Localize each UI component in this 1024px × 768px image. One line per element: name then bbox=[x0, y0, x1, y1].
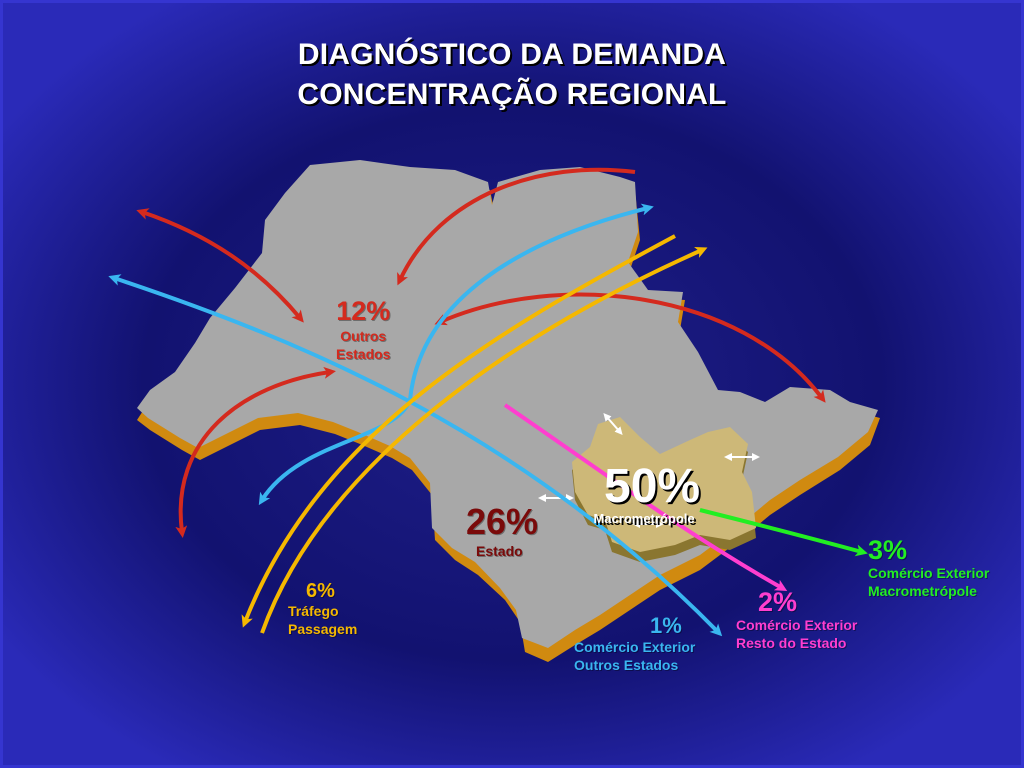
magenta-arrow bbox=[503, 403, 788, 591]
comercio-outros-label: 1% Comércio Exterior Outros Estados bbox=[574, 614, 695, 674]
comercio-macro-line2: Macrometrópole bbox=[868, 583, 977, 599]
macrometropole-percent: 50% bbox=[604, 460, 701, 513]
yellow-arrow-northbound bbox=[260, 246, 708, 634]
outros-estados-line1: Outros bbox=[340, 328, 387, 344]
comercio-macro-line1: Comércio Exterior bbox=[868, 565, 990, 581]
comercio-resto-label: 2% Comércio Exterior Resto do Estado bbox=[736, 588, 857, 652]
outros-estados-label: 12% Outros Estados bbox=[336, 296, 390, 363]
trafego-label: 6% Tráfego Passagem bbox=[288, 580, 357, 638]
yellow-arrow-southbound bbox=[241, 234, 676, 628]
macrometropole-label: 50% Macrometrópole bbox=[588, 462, 700, 526]
trafego-line1: Tráfego bbox=[288, 603, 339, 619]
estado-percent: 26% bbox=[466, 501, 539, 542]
comercio-macro-percent: 3% bbox=[868, 535, 908, 565]
estado-label: 26% Estado bbox=[466, 502, 538, 560]
trafego-percent: 6% bbox=[306, 580, 335, 602]
comercio-outros-line1: Comércio Exterior bbox=[574, 639, 696, 655]
blue-arrow-curve bbox=[258, 203, 654, 506]
comercio-outros-percent: 1% bbox=[650, 613, 682, 638]
green-arrow bbox=[699, 508, 868, 557]
comercio-outros-line2: Outros Estados bbox=[574, 657, 679, 673]
estado-line1: Estado bbox=[476, 543, 523, 559]
title-line-1: DIAGNÓSTICO DA DEMANDA bbox=[297, 38, 727, 71]
outros-estados-percent: 12% bbox=[336, 296, 391, 326]
comercio-resto-line2: Resto do Estado bbox=[736, 635, 847, 651]
macrometropole-line1: Macrometrópole bbox=[593, 511, 695, 526]
trafego-line2: Passagem bbox=[288, 621, 358, 637]
title-line-2: CONCENTRAÇÃO REGIONAL bbox=[297, 78, 727, 111]
comercio-resto-line1: Comércio Exterior bbox=[736, 617, 858, 633]
comercio-resto-percent: 2% bbox=[758, 587, 798, 617]
outros-estados-line2: Estados bbox=[336, 346, 391, 362]
comercio-macro-label: 3% Comércio Exterior Macrometrópole bbox=[868, 536, 989, 600]
